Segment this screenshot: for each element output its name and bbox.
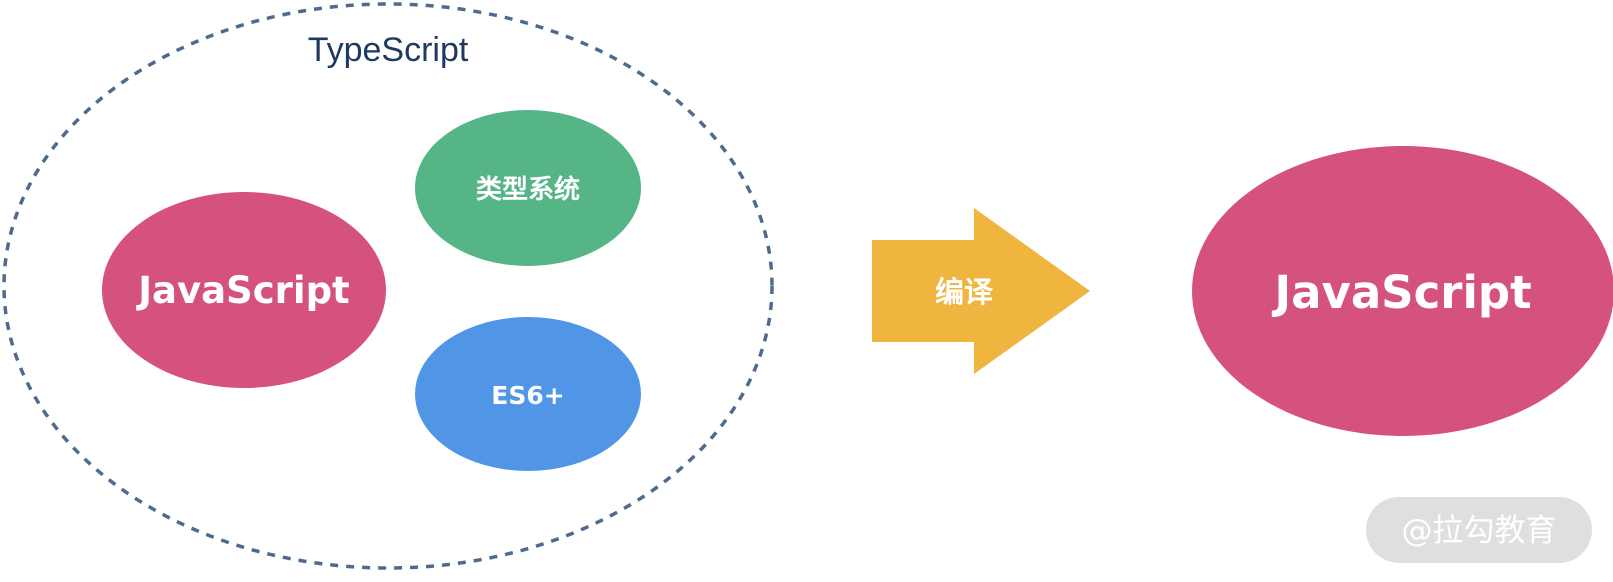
typescript-label: TypeScript — [308, 31, 469, 69]
javascript-label: JavaScript — [135, 269, 350, 312]
javascript-ellipse — [102, 192, 386, 388]
type-system-ellipse — [415, 110, 641, 266]
output-javascript-label: JavaScript — [1271, 266, 1531, 319]
watermark-badge — [1366, 497, 1592, 563]
compile-label: 编译 — [935, 275, 994, 309]
type-system-label: 类型系统 — [476, 174, 580, 205]
es6-ellipse — [415, 317, 641, 471]
compile-arrow — [872, 208, 1090, 374]
watermark-text: @拉勾教育 — [1402, 513, 1557, 549]
es6-label: ES6+ — [491, 381, 564, 410]
output-javascript-ellipse — [1192, 146, 1613, 436]
typescript-boundary — [2, 2, 774, 570]
